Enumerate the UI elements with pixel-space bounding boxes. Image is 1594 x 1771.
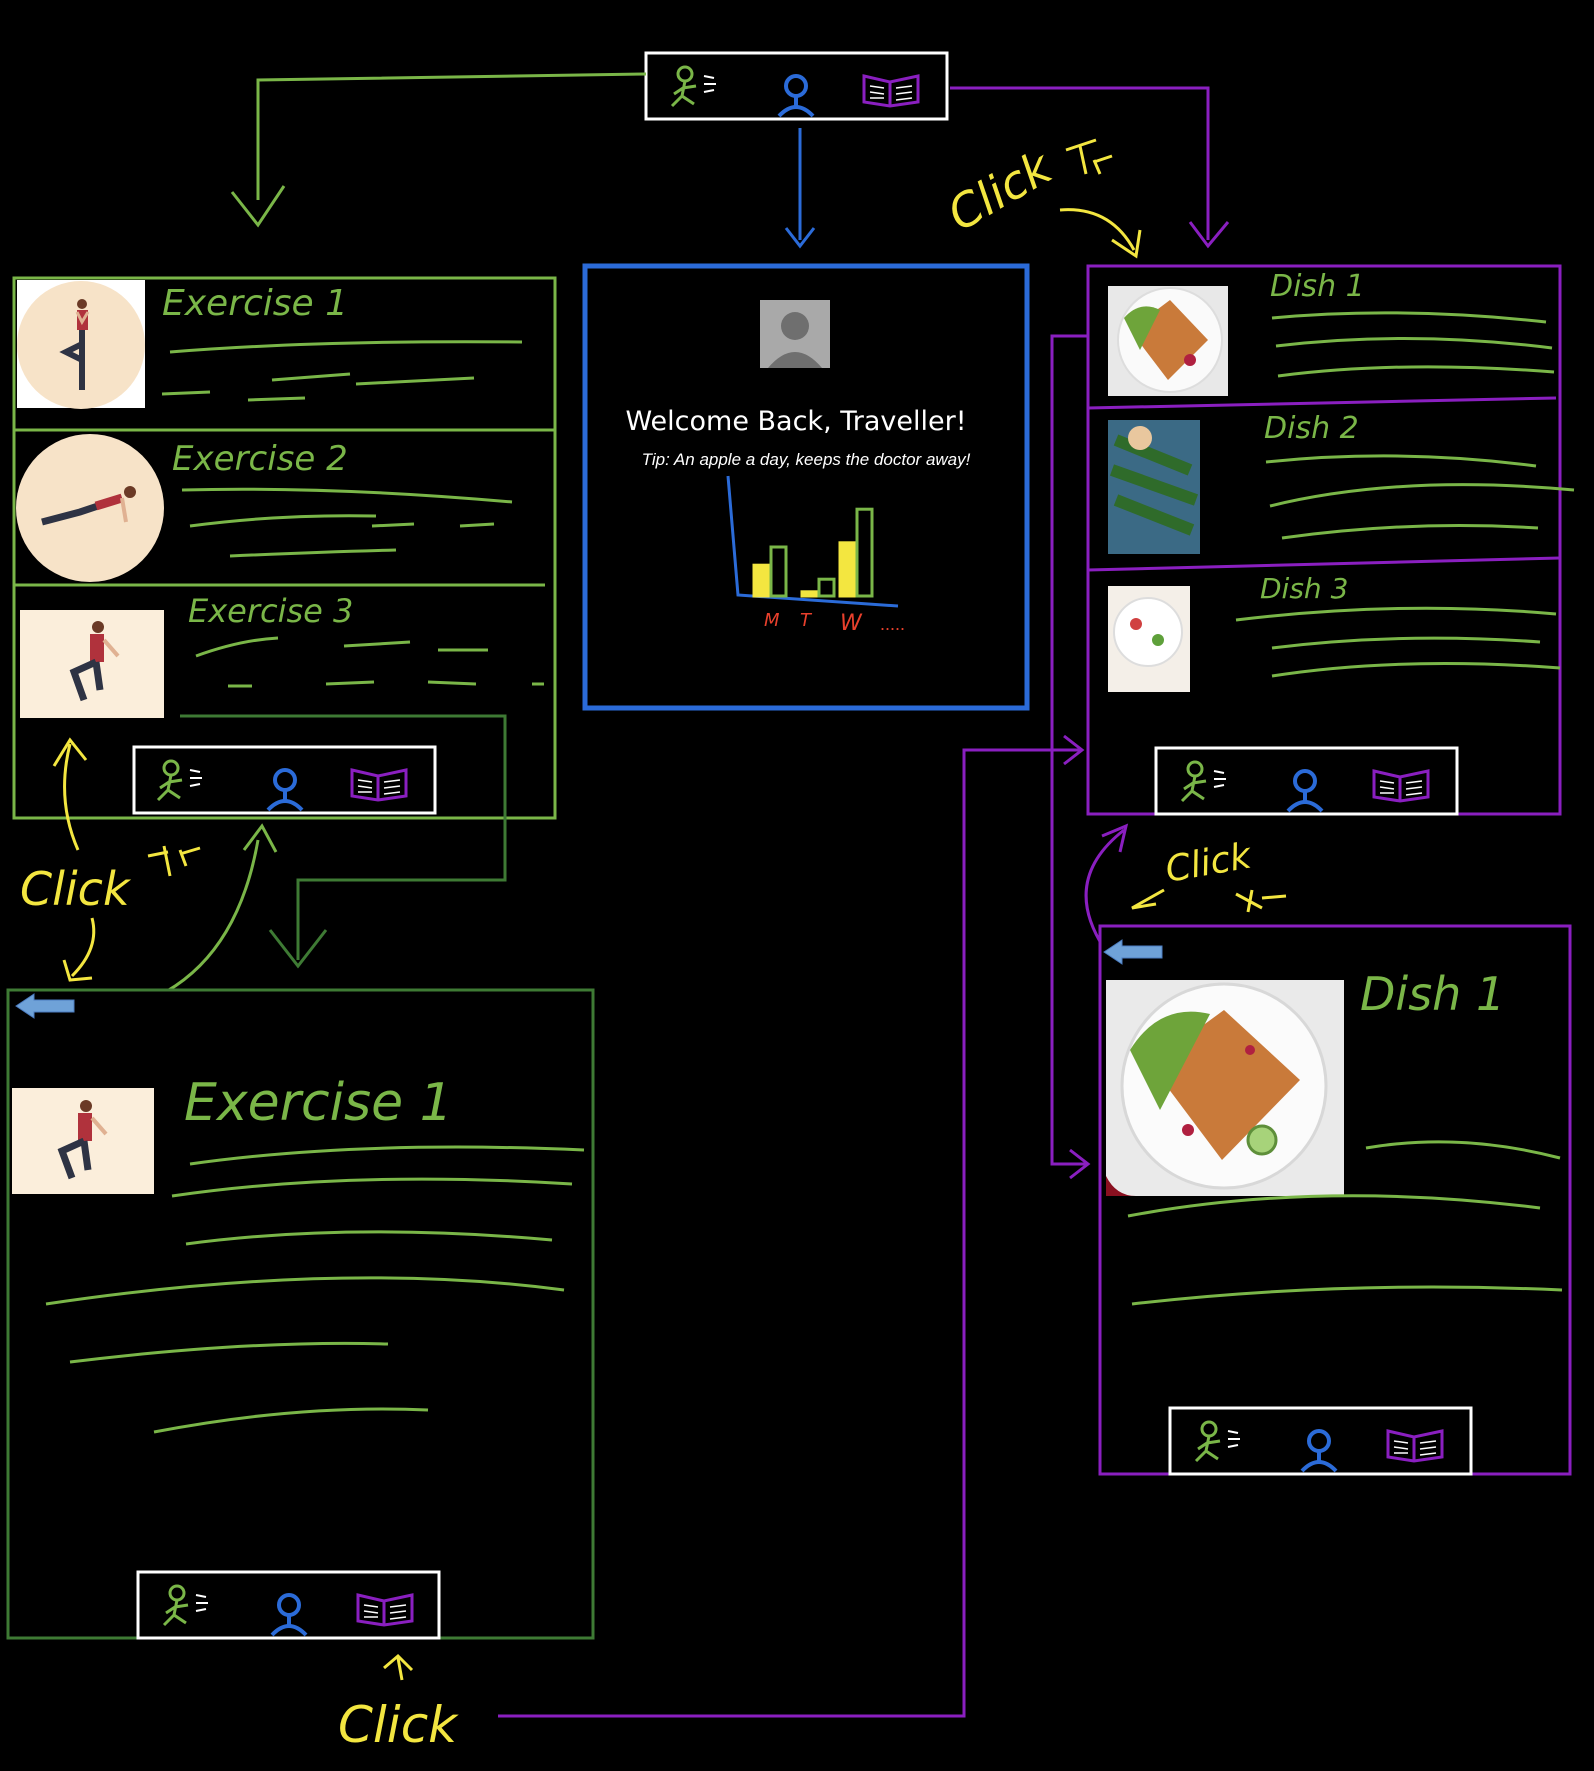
chart-bar-T-2 [817, 577, 836, 598]
running-person-icon[interactable] [156, 759, 202, 802]
dish-list-item-3[interactable]: Dish 3 [1108, 572, 1561, 692]
chart-bar-W-1 [838, 541, 857, 598]
plank-figure-icon [41, 486, 136, 526]
profile-person-icon[interactable] [1286, 769, 1324, 813]
tree-pose-figure-icon [59, 299, 90, 390]
exercise-3-label: Exercise 3 [188, 592, 353, 630]
back-arrow-icon[interactable] [15, 993, 75, 1019]
dish-detail-screen: Dish 1 [1098, 924, 1572, 1476]
avatar[interactable] [760, 300, 830, 368]
running-person-icon[interactable] [162, 1584, 208, 1627]
profile-person-icon[interactable] [270, 1593, 308, 1637]
back-to-dish-list-curve [1084, 828, 1125, 949]
dish-1-label: Dish 1 [1270, 269, 1365, 304]
running-person-icon[interactable] [1180, 760, 1226, 803]
exercise-list-navbar[interactable] [132, 745, 437, 815]
dish-detail-title: Dish 1 [1360, 967, 1505, 1021]
dish-detail-navbar[interactable] [1168, 1406, 1473, 1476]
click-annotation-right-mid: Click [1131, 835, 1287, 913]
exercise-list-item-3[interactable]: Exercise 3 [20, 592, 544, 718]
svg-text:Click: Click [20, 862, 132, 916]
chart-label-T: T [800, 610, 813, 631]
recipe-book-icon[interactable] [1372, 769, 1430, 803]
running-person-icon[interactable] [1194, 1420, 1240, 1463]
chart-bar-M-2 [769, 545, 788, 598]
exercise-list-item-1[interactable]: Exercise 1 [17, 280, 523, 409]
dish-list-screen: Dish 1 Dish 2 Dish 3 [1086, 264, 1575, 816]
chart-bar-W-2 [855, 507, 874, 598]
chart-label-W: W [840, 611, 863, 636]
welcome-title: Welcome Back, Traveller! [625, 406, 966, 437]
exercise-detail-navbar[interactable] [136, 1570, 441, 1640]
arrow-to-dish-detail [1050, 334, 1088, 1166]
dish-3-label: Dish 3 [1260, 572, 1348, 605]
exercise-1-label: Exercise 1 [162, 283, 348, 324]
exercise-detail-screen: Exercise 1 [6, 988, 595, 1640]
arrow-bottom-to-dish-list [498, 748, 1082, 1718]
svg-text:Click: Click [1162, 835, 1256, 891]
top-navbar[interactable] [644, 51, 949, 121]
dish-list-navbar[interactable] [1154, 746, 1459, 816]
click-annotation-right-top: Click [939, 138, 1142, 259]
recipe-book-icon[interactable] [862, 74, 920, 108]
svg-text:Click: Click [338, 1696, 459, 1754]
dish-list-item-2[interactable]: Dish 2 [1108, 411, 1575, 554]
exercise-2-label: Exercise 2 [172, 439, 348, 479]
chart-label-more: ..... [880, 614, 905, 634]
recipe-book-icon[interactable] [356, 1593, 414, 1627]
squat-figure-icon [69, 621, 120, 702]
profile-screen: Welcome Back, Traveller! Tip: An apple a… [582, 263, 1030, 711]
profile-person-icon[interactable] [777, 74, 815, 118]
chart-bar-T-1 [800, 590, 819, 598]
profile-person-icon[interactable] [1300, 1429, 1338, 1473]
exercise-detail-title: Exercise 1 [184, 1073, 453, 1133]
exercise-list-screen: Exercise 1 Exercise 2 [12, 276, 557, 820]
dish-2-label: Dish 2 [1264, 411, 1359, 446]
recipe-book-icon[interactable] [350, 768, 408, 802]
arrow-to-exercise-detail [180, 714, 507, 960]
click-annotation-left: Click [20, 737, 201, 982]
activity-chart [726, 475, 899, 608]
profile-person-icon[interactable] [266, 768, 304, 812]
svg-text:Click: Click [939, 139, 1063, 242]
dish-list-item-1[interactable]: Dish 1 [1108, 269, 1555, 396]
tip-text: Tip: An apple a day, keeps the doctor aw… [642, 450, 971, 469]
arrow-to-dish-list [950, 86, 1210, 240]
exercise-list-item-2[interactable]: Exercise 2 [16, 434, 513, 582]
chart-bar-M-1 [752, 563, 771, 598]
squat-figure-icon [57, 1100, 108, 1180]
chart-label-M: M [764, 610, 780, 631]
dish-detail-image [1106, 980, 1344, 1196]
back-arrow-icon[interactable] [1103, 939, 1163, 965]
recipe-book-icon[interactable] [1386, 1429, 1444, 1463]
click-annotation-bottom: Click [338, 1653, 459, 1754]
arrow-to-exercise-list [256, 72, 647, 200]
running-person-icon[interactable] [670, 65, 716, 108]
